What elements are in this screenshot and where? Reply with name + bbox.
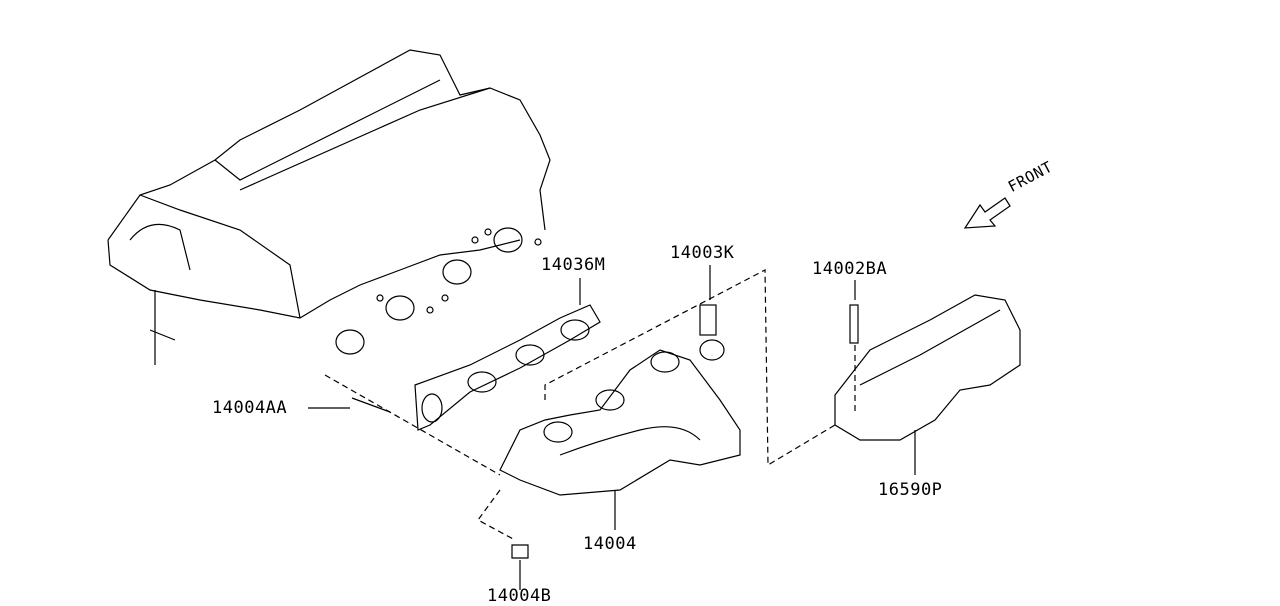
dashed-leader-lines <box>324 269 856 541</box>
label-leader-lines <box>308 265 916 590</box>
part-label-14004[interactable]: 14004 <box>583 534 637 554</box>
part-label-16590p[interactable]: 16590P <box>878 480 943 500</box>
part-label-14002ba[interactable]: 14002BA <box>812 259 888 279</box>
gasket-drawing <box>414 304 601 431</box>
engine-head-drawing <box>107 49 551 365</box>
part-label-14003k[interactable]: 14003K <box>670 243 735 263</box>
part-label-14004aa[interactable]: 14004AA <box>212 398 288 418</box>
part-label-14004b[interactable]: 14004B <box>487 586 552 606</box>
stud-and-nut <box>351 397 529 559</box>
front-arrow-icon <box>963 197 1011 229</box>
manifold-drawing <box>499 304 741 496</box>
heat-shield-drawing <box>834 294 1021 441</box>
part-label-14036m[interactable]: 14036M <box>541 255 606 275</box>
